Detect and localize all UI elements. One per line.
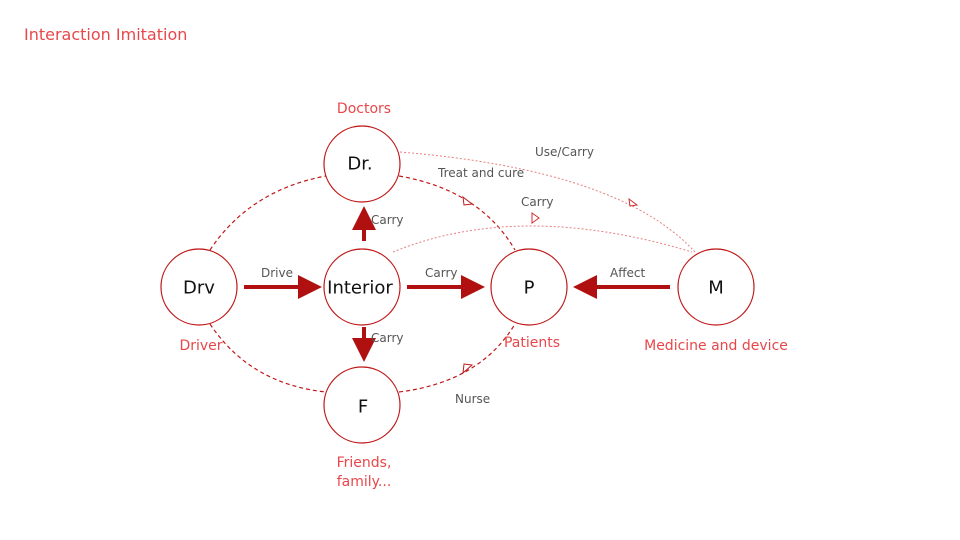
slide-title: Interaction Imitation xyxy=(24,25,188,44)
patient-role: Patients xyxy=(504,335,560,351)
use-carry-label: Use/Carry xyxy=(535,145,594,159)
interior-medicine-link xyxy=(392,225,693,253)
carry-friends-label: Carry xyxy=(371,331,404,345)
friends-role-line1: Friends, xyxy=(337,455,392,471)
treat-label: Treat and cure xyxy=(437,166,524,180)
nurse-label: Nurse xyxy=(455,392,490,406)
carry-patient-label: Carry xyxy=(425,266,458,280)
friends-label: F xyxy=(358,397,368,418)
nurse-arrowhead-icon xyxy=(462,363,474,375)
medicine-node[interactable] xyxy=(677,248,755,326)
doctor-node[interactable] xyxy=(323,125,401,203)
patient-node[interactable] xyxy=(490,248,568,326)
use-carry-arrowhead-icon xyxy=(628,197,639,207)
medicine-role: Medicine and device xyxy=(644,338,788,354)
driver-node[interactable] xyxy=(160,248,238,326)
friends-patient-link xyxy=(398,323,516,393)
affect-label: Affect xyxy=(610,266,645,280)
doctor-role: Doctors xyxy=(337,101,391,117)
carry-medicine-label: Carry xyxy=(521,195,554,209)
carry-doctor-label: Carry xyxy=(371,213,404,227)
driver-doctor-link xyxy=(209,175,327,251)
treat-arrowhead-icon xyxy=(462,195,474,206)
doctor-patient-link xyxy=(398,175,516,251)
interior-node[interactable] xyxy=(323,248,401,326)
driver-label: Drv xyxy=(183,278,215,299)
carry-arrowhead-icon xyxy=(531,212,540,224)
medicine-label: M xyxy=(708,278,724,299)
friends-node[interactable] xyxy=(323,366,401,444)
driver-role: Driver xyxy=(179,338,222,354)
drive-label: Drive xyxy=(261,266,293,280)
driver-friends-link xyxy=(209,323,327,393)
interior-label: Interior xyxy=(327,278,393,299)
doctor-label: Dr. xyxy=(347,154,372,175)
patient-label: P xyxy=(524,278,535,299)
friends-role-line2: family... xyxy=(337,474,392,490)
